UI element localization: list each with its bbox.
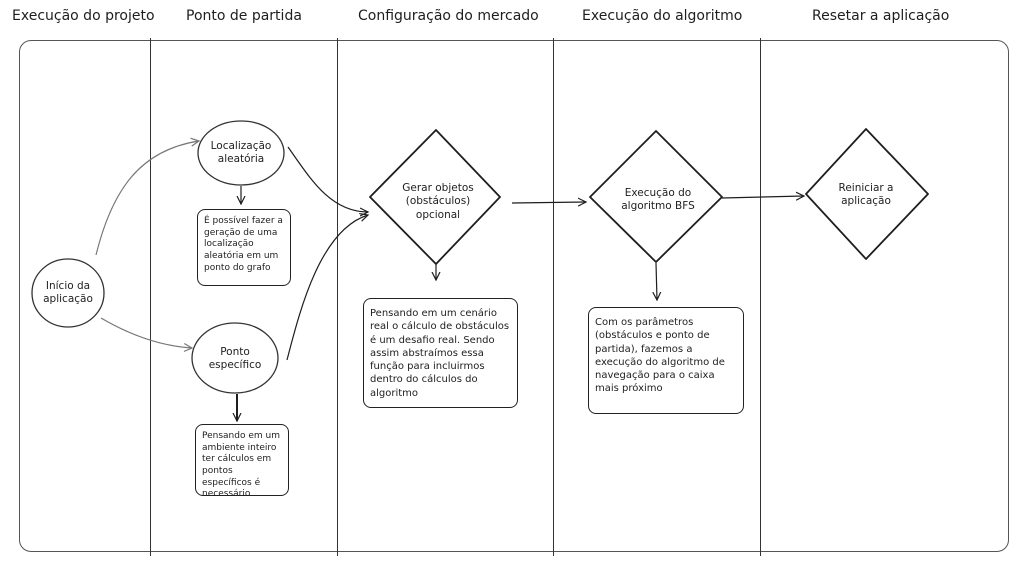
swimlane-frame (19, 40, 1009, 552)
lane-title-ponto-partida: Ponto de partida (186, 8, 302, 24)
lane-divider (760, 38, 761, 556)
arrow-specific-to-objects (286, 215, 368, 361)
bfs-diamond (589, 130, 723, 263)
lane-divider (150, 38, 151, 556)
generate-objects-node-label: Gerar objetos (obstáculos) opcional (402, 182, 474, 221)
obstacles-note: Pensando em um cenário real o cálculo de… (363, 298, 518, 408)
arrow-objects-to-bfs (511, 202, 586, 203)
arrow-start-to-random (95, 141, 199, 256)
lane-divider (553, 38, 554, 556)
bfs-note: Com os parâmetros (obstáculos e ponto de… (588, 307, 744, 414)
lane-title-execucao-algoritmo: Execução do algoritmo (582, 8, 743, 24)
random-location-node-label: Localização aleatória (210, 139, 272, 165)
bfs-node-label: Execução do algoritmo BFS (621, 186, 695, 212)
random-location-note: É possível fazer a geração de uma locali… (197, 209, 291, 286)
arrow-random-to-objects (287, 146, 368, 212)
specific-point-node-shape (191, 322, 279, 394)
random-location-node-shape (197, 120, 285, 186)
arrow-bfs-to-restart (721, 196, 804, 198)
arrow-start-to-specific (100, 317, 192, 348)
lane-divider (337, 38, 338, 556)
arrow-bfs-to-note (656, 262, 657, 300)
start-node-label: Início da aplicação (43, 279, 93, 305)
specific-point-note: Pensando em um ambiente inteiro ter cálc… (195, 424, 289, 499)
lane-title-resetar-aplicacao: Resetar a aplicação (812, 8, 950, 24)
restart-node-label: Reiniciar a aplicação (838, 181, 894, 207)
start-node-shape (31, 258, 105, 328)
restart-diamond (805, 128, 929, 260)
lane-title-configuracao-mercado: Configuração do mercado (358, 8, 539, 24)
specific-point-node-label: Ponto específico (208, 345, 262, 371)
lane-title-execucao-projeto: Execução do projeto (12, 8, 155, 24)
